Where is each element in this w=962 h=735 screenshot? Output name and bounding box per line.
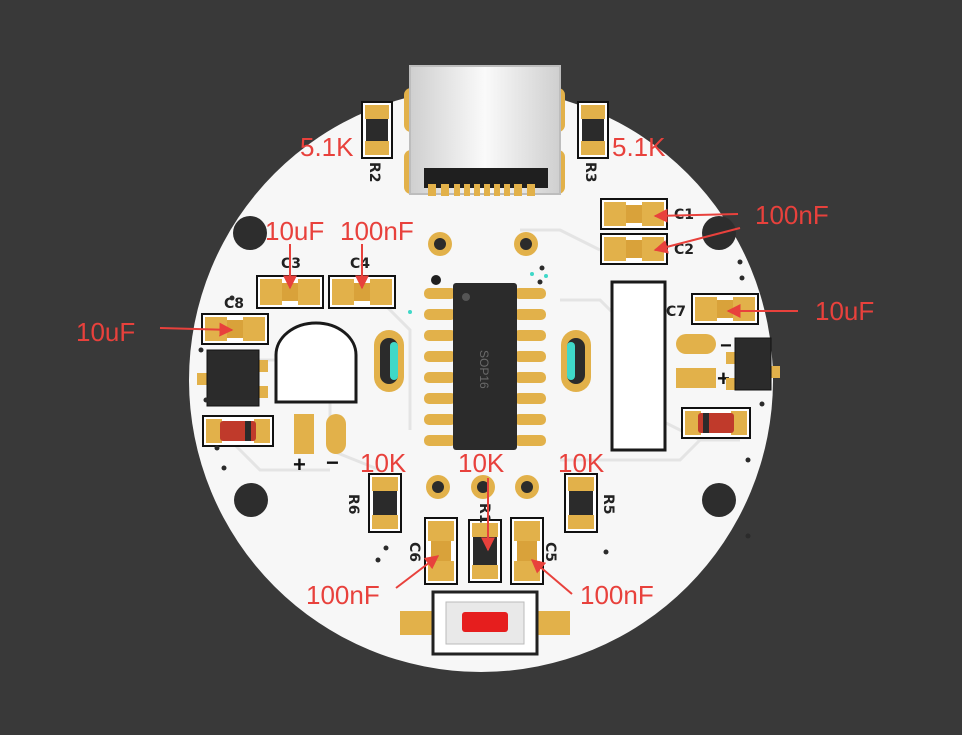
annotation-arrows (159, 208, 798, 595)
mounting-hole (233, 216, 267, 250)
r6-value-annotation: 10K (360, 448, 407, 478)
c4-designator: C4 (350, 256, 370, 272)
r5-value-annotation: 10K (558, 448, 605, 478)
diode-right (681, 407, 751, 439)
board-dots (198, 259, 765, 563)
c5-value-annotation: 100nF (580, 580, 654, 610)
c3-designator: C3 (281, 256, 301, 272)
vias (426, 232, 539, 499)
c1-value-annotation: 100nF (755, 200, 829, 230)
capacitor-c8 (201, 313, 269, 345)
sot23-right (726, 337, 780, 391)
resistor-r5 (564, 473, 598, 533)
r2-designator: R2 (366, 162, 382, 183)
c8-designator: C8 (224, 296, 244, 312)
polarity-pads-right (676, 334, 716, 388)
capacitor-c5 (510, 517, 544, 585)
ic-marking: SOP16 (477, 350, 491, 389)
mounting-holes (233, 216, 736, 517)
c2-designator: C2 (674, 242, 694, 258)
usb-c-connector (404, 65, 565, 196)
r5-designator: R5 (600, 494, 616, 515)
c7-value-annotation: 10uF (815, 296, 874, 326)
resistor-r1 (468, 519, 502, 583)
slot-left (374, 330, 404, 392)
c6-value-annotation: 100nF (306, 580, 380, 610)
resistor-r3 (577, 101, 609, 159)
mounting-hole (234, 483, 268, 517)
c3-value-annotation: 10uF (265, 216, 324, 246)
capacitor-c7 (691, 293, 759, 325)
minus-right-label: − (720, 335, 732, 357)
capacitor-c1 (600, 198, 668, 230)
c7-designator: C7 (666, 304, 686, 320)
r1-designator: R1 (476, 503, 492, 524)
mounting-hole (702, 483, 736, 517)
capacitor-c6 (424, 517, 458, 585)
buzzer-outline (274, 321, 358, 404)
c6-designator: C6 (406, 542, 422, 562)
c4-value-annotation: 100nF (340, 216, 414, 246)
resistor-r6 (368, 473, 402, 533)
r3-designator: R3 (582, 162, 598, 183)
sot23-left (197, 349, 268, 407)
sop16-ic (424, 283, 546, 450)
resistor-r2 (361, 101, 393, 159)
tactile-button (400, 590, 570, 656)
plus-left-label: + (293, 452, 306, 477)
capacitor-c4 (328, 275, 396, 309)
battery-outline (610, 280, 667, 452)
c5-designator: C5 (542, 542, 558, 562)
minus-left-label: − (326, 450, 339, 475)
diode-left (202, 415, 274, 447)
r1-value-annotation: 10K (458, 448, 505, 478)
r6-designator: R6 (345, 494, 361, 515)
cyan-dots (408, 272, 548, 314)
r2-value-annotation: 5.1K (300, 132, 354, 162)
c8-value-annotation: 10uF (76, 317, 135, 347)
slot-right (561, 330, 591, 392)
r3-value-annotation: 5.1K (612, 132, 666, 162)
polarity-pads-left (294, 414, 346, 454)
